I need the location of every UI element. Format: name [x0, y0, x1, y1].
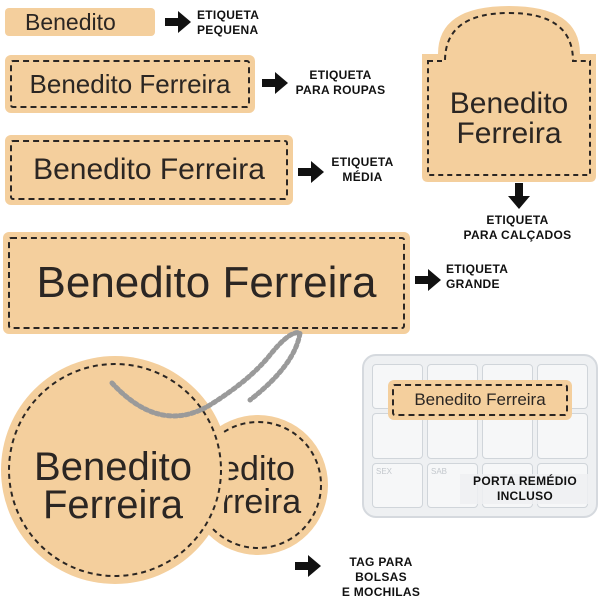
- pillbox-label: Benedito Ferreira: [388, 380, 572, 420]
- arrow-right-icon: [415, 269, 441, 291]
- shoes-label-text-line2: Ferreira: [456, 117, 561, 150]
- front-tag-text-line1: Benedito: [34, 445, 192, 489]
- medium-label: Benedito Ferreira: [5, 135, 293, 205]
- shoes-label-text-line1: Benedito: [450, 87, 568, 120]
- clothes-label-text: Benedito Ferreira: [29, 68, 231, 99]
- caption-shoes: ETIQUETA PARA CALÇADOS: [463, 213, 572, 242]
- shoes-label: Benedito Ferreira: [422, 6, 596, 182]
- caption-bag-tag: TAG PARA BOLSAS E MOCHILAS: [341, 555, 421, 599]
- arrow-right-icon: [298, 161, 324, 183]
- large-label: Benedito Ferreira: [3, 232, 410, 334]
- caption-pillbox: PORTA REMÉDIO INCLUSO: [460, 474, 590, 504]
- bag-tags: edito erreira Benedito Ferreira: [1, 330, 328, 584]
- caption-medium: ETIQUETA MÉDIA: [331, 155, 394, 184]
- back-tag-text-line1: edito: [221, 450, 295, 488]
- small-label: Benedito: [5, 8, 155, 36]
- front-tag-text-line2: Ferreira: [43, 483, 184, 527]
- caption-small: ETIQUETA PEQUENA: [197, 8, 260, 37]
- large-label-text: Benedito Ferreira: [36, 258, 377, 307]
- arrow-right-icon: [262, 72, 288, 94]
- caption-clothes: ETIQUETA PARA ROUPAS: [295, 68, 386, 97]
- arrow-right-icon: [295, 555, 321, 577]
- small-label-text: Benedito: [25, 8, 116, 35]
- caption-large: ETIQUETA GRANDE: [446, 262, 509, 291]
- arrow-down-icon: [508, 183, 530, 209]
- pillbox-label-text: Benedito Ferreira: [414, 390, 546, 409]
- clothes-label: Benedito Ferreira: [5, 55, 255, 113]
- arrow-right-icon: [165, 11, 191, 33]
- medium-label-text: Benedito Ferreira: [33, 153, 265, 186]
